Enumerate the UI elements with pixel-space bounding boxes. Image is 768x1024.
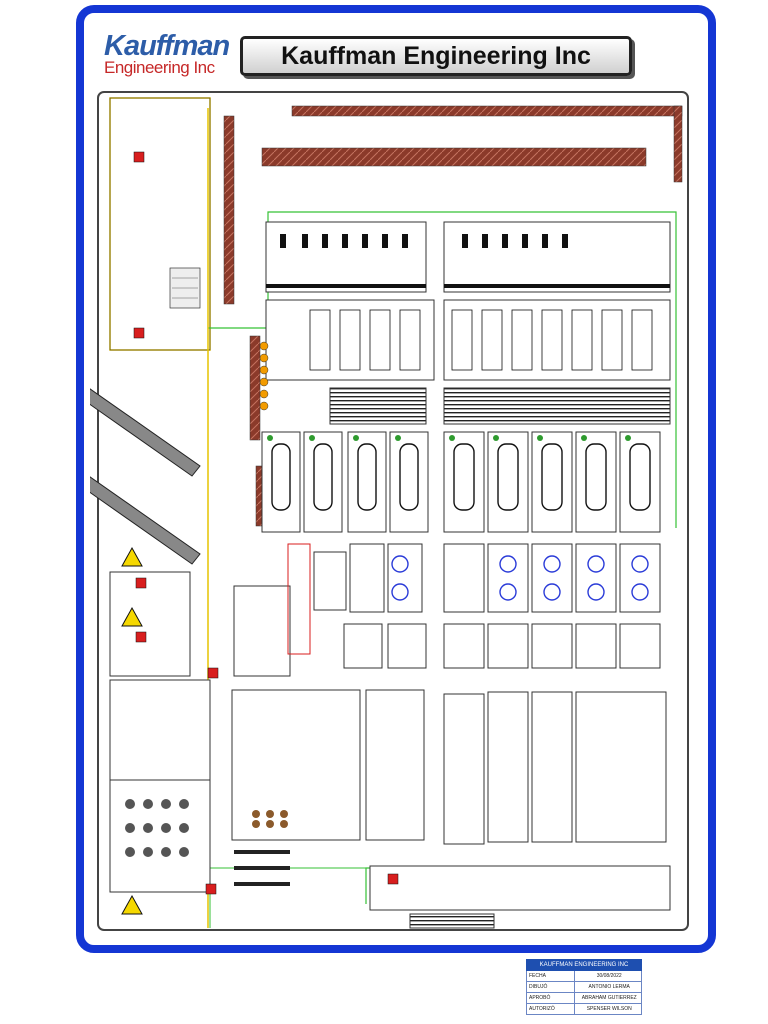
- production-area-4: [487, 691, 529, 843]
- desk-area-1: [265, 299, 435, 381]
- storage-room: [109, 97, 211, 351]
- exterior-conveyor: [90, 388, 201, 565]
- small-rooms-row: [343, 623, 661, 669]
- workstation-room-1: [265, 221, 427, 293]
- production-area-5: [531, 691, 573, 843]
- lab-area: [233, 585, 291, 677]
- title-block-heading: KAUFFMAN ENGINEERING INC: [526, 959, 642, 971]
- rack-left-lower: [249, 335, 261, 441]
- production-area-2: [365, 689, 425, 841]
- red-machines: [287, 543, 311, 655]
- fire-extinguisher-icon: [133, 151, 399, 895]
- production-area-6: [575, 691, 667, 843]
- cafeteria: [109, 779, 211, 893]
- office-block-2: [109, 679, 211, 781]
- floor-plan: [90, 91, 689, 931]
- rack-vertical: [223, 115, 235, 305]
- hazard-warning-icon: [121, 546, 143, 915]
- company-logo: Kauffman Engineering Inc: [100, 30, 230, 80]
- page-title-box: Kauffman Engineering Inc: [240, 36, 632, 76]
- bench-row-2: [443, 387, 671, 425]
- circular-tables: [487, 543, 661, 613]
- rack-mid: [261, 147, 647, 167]
- office-block-1: [109, 571, 191, 677]
- bench-row-1: [329, 387, 427, 425]
- page-title: Kauffman Engineering Inc: [281, 42, 591, 70]
- green-route: [208, 211, 677, 528]
- logo-line2: Engineering Inc: [104, 58, 215, 77]
- production-area-1: [231, 689, 361, 841]
- production-area-3: [443, 693, 485, 845]
- workstation-room-2: [443, 221, 671, 293]
- bottom-office-row: [369, 865, 671, 911]
- desk-area-2: [443, 299, 671, 381]
- building-outline: [97, 91, 689, 931]
- logo-line1: Kauffman: [104, 30, 230, 62]
- meeting-rooms-row: [261, 431, 661, 533]
- lobby-stairs: [409, 913, 495, 929]
- rack-top: [291, 105, 683, 117]
- rack-right: [673, 105, 683, 183]
